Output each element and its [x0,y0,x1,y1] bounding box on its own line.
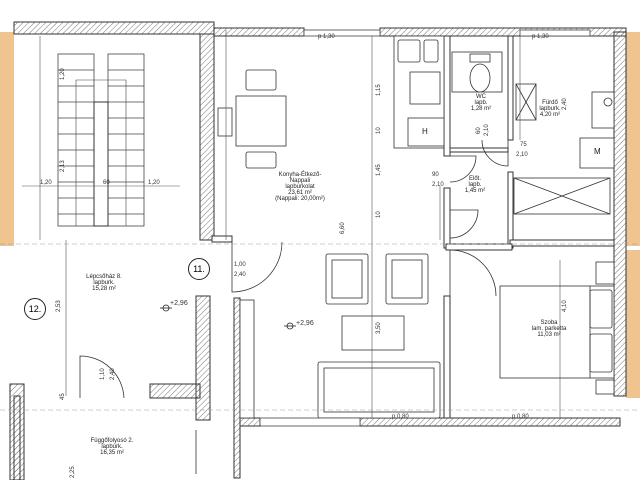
room-floor: lapburk. [539,106,561,112]
dim-corridor-240: 2,40 [110,368,116,380]
grid-lines [0,243,640,411]
windows [259,29,591,427]
bath-fixtures [515,83,615,169]
room-label-kitchen: Konyha-Étkező- Nappali lapburkolat 23,61… [260,172,340,202]
dim-living-350: 3,50 [376,322,382,334]
room-area: 4,20 m² [539,112,561,118]
room-name: Szoba [540,320,558,326]
dimension-lines [22,30,561,418]
left-insulation [0,32,14,246]
room-name: Lépcsőház 8. [86,274,122,280]
room-area: 15,28 m² [92,286,116,292]
room-label-wc: WC lapb. 1,28 m² [466,94,496,112]
dim-stair-120-left: 1,20 [40,180,52,186]
room-area: 23,61 m² [288,190,312,196]
dim-living-660: 6,60 [340,222,346,234]
kitchen-counter [393,35,445,149]
dim-kitchen-145: 1,45 [376,164,382,176]
room-area: 1,28 m² [470,106,492,112]
dim-stair-120-top: 1,20 [60,68,66,80]
hall-wardrobe [513,177,611,215]
dim-door-210-a: 2,10 [432,182,444,188]
room-floor: lapb. [474,100,488,106]
room-label-hall: Előt. lapb. 1,45 m² [458,176,492,194]
dim-bath-240: 2,40 [562,98,568,110]
dim-door-210-b: 2,10 [516,152,528,158]
room-area: 11,03 m² [537,332,561,338]
dim-wc-60: 60 [476,127,482,134]
doors [79,139,509,474]
right-insulation-bottom [626,250,640,398]
fridge-label: H [422,127,428,136]
room-name: Fürdő [542,100,558,106]
room-area: 1,45 m² [464,188,486,194]
dim-p80-right: p 0,80 [512,414,529,420]
dim-corridor-225: 2,25 [70,466,76,478]
living-furniture [239,253,441,419]
dim-door-75: 75 [520,142,527,148]
dim-bedroom-410: 4,10 [562,300,568,312]
dim-door-240: 2,40 [234,272,246,278]
dim-kitchen-10-b: 10 [376,211,382,218]
level-markers [160,304,296,330]
room-name: Konyha-Étkező- [278,172,322,178]
room-floor: lapburkolat [285,184,315,190]
partitions [211,35,615,419]
washer-label: M [594,147,601,156]
dim-wall-45: 45 [60,393,66,400]
dim-door-90: 90 [432,172,439,178]
dim-corridor-110: 1,10 [100,368,106,380]
dim-stair-213: 2,13 [60,160,66,172]
unit-number-badge: 11. [188,258,210,280]
dining-table [217,69,287,169]
dim-kitchen-10-a: 10 [376,127,382,134]
room-name: Függőfolyosó 2. [90,438,134,444]
room-name: WC [476,94,486,100]
dim-stair-253: 2,53 [56,300,62,312]
room-floor: lam. parketta [531,326,567,332]
room-label-corridor: Függőfolyosó 2. lapburk. 16,35 m² [80,438,144,456]
room-area: 16,35 m² [100,450,124,456]
room-label-staircase: Lépcsőház 8. lapburk. 15,28 m² [74,274,134,292]
room-note: (Nappali: 20,00m²) [275,196,325,202]
dim-kitchen-115: 1,15 [376,84,382,96]
room-floor: lapburk. [101,444,123,450]
room-name: Előt. [468,176,481,182]
dim-p130-right: p 1,30 [532,34,549,40]
bed [499,261,615,395]
dim-stair-60: 60 [103,180,110,186]
room-name-2: Nappali [289,178,311,184]
stair-core [93,101,109,227]
stair-number-badge: 12. [24,298,46,320]
level-living: +2,96 [296,320,314,327]
wc-fixtures [451,51,503,93]
dim-door-100: 1,00 [234,262,246,268]
dim-stair-120-right: 1,20 [148,180,160,186]
level-staircase: +2,96 [170,300,188,307]
right-insulation-top [626,32,640,246]
room-label-bath: Fürdő lapburk. 4,20 m² [532,100,568,118]
room-label-bedroom: Szoba lam. parketta 11,03 m² [524,320,574,338]
dim-p130-left: p 1,30 [318,34,335,40]
dim-wc-210: 2,10 [484,124,490,136]
dim-p80-left: p 0,80 [392,414,409,420]
room-floor: lapb. [468,182,482,188]
room-floor: lapburk. [93,280,115,286]
